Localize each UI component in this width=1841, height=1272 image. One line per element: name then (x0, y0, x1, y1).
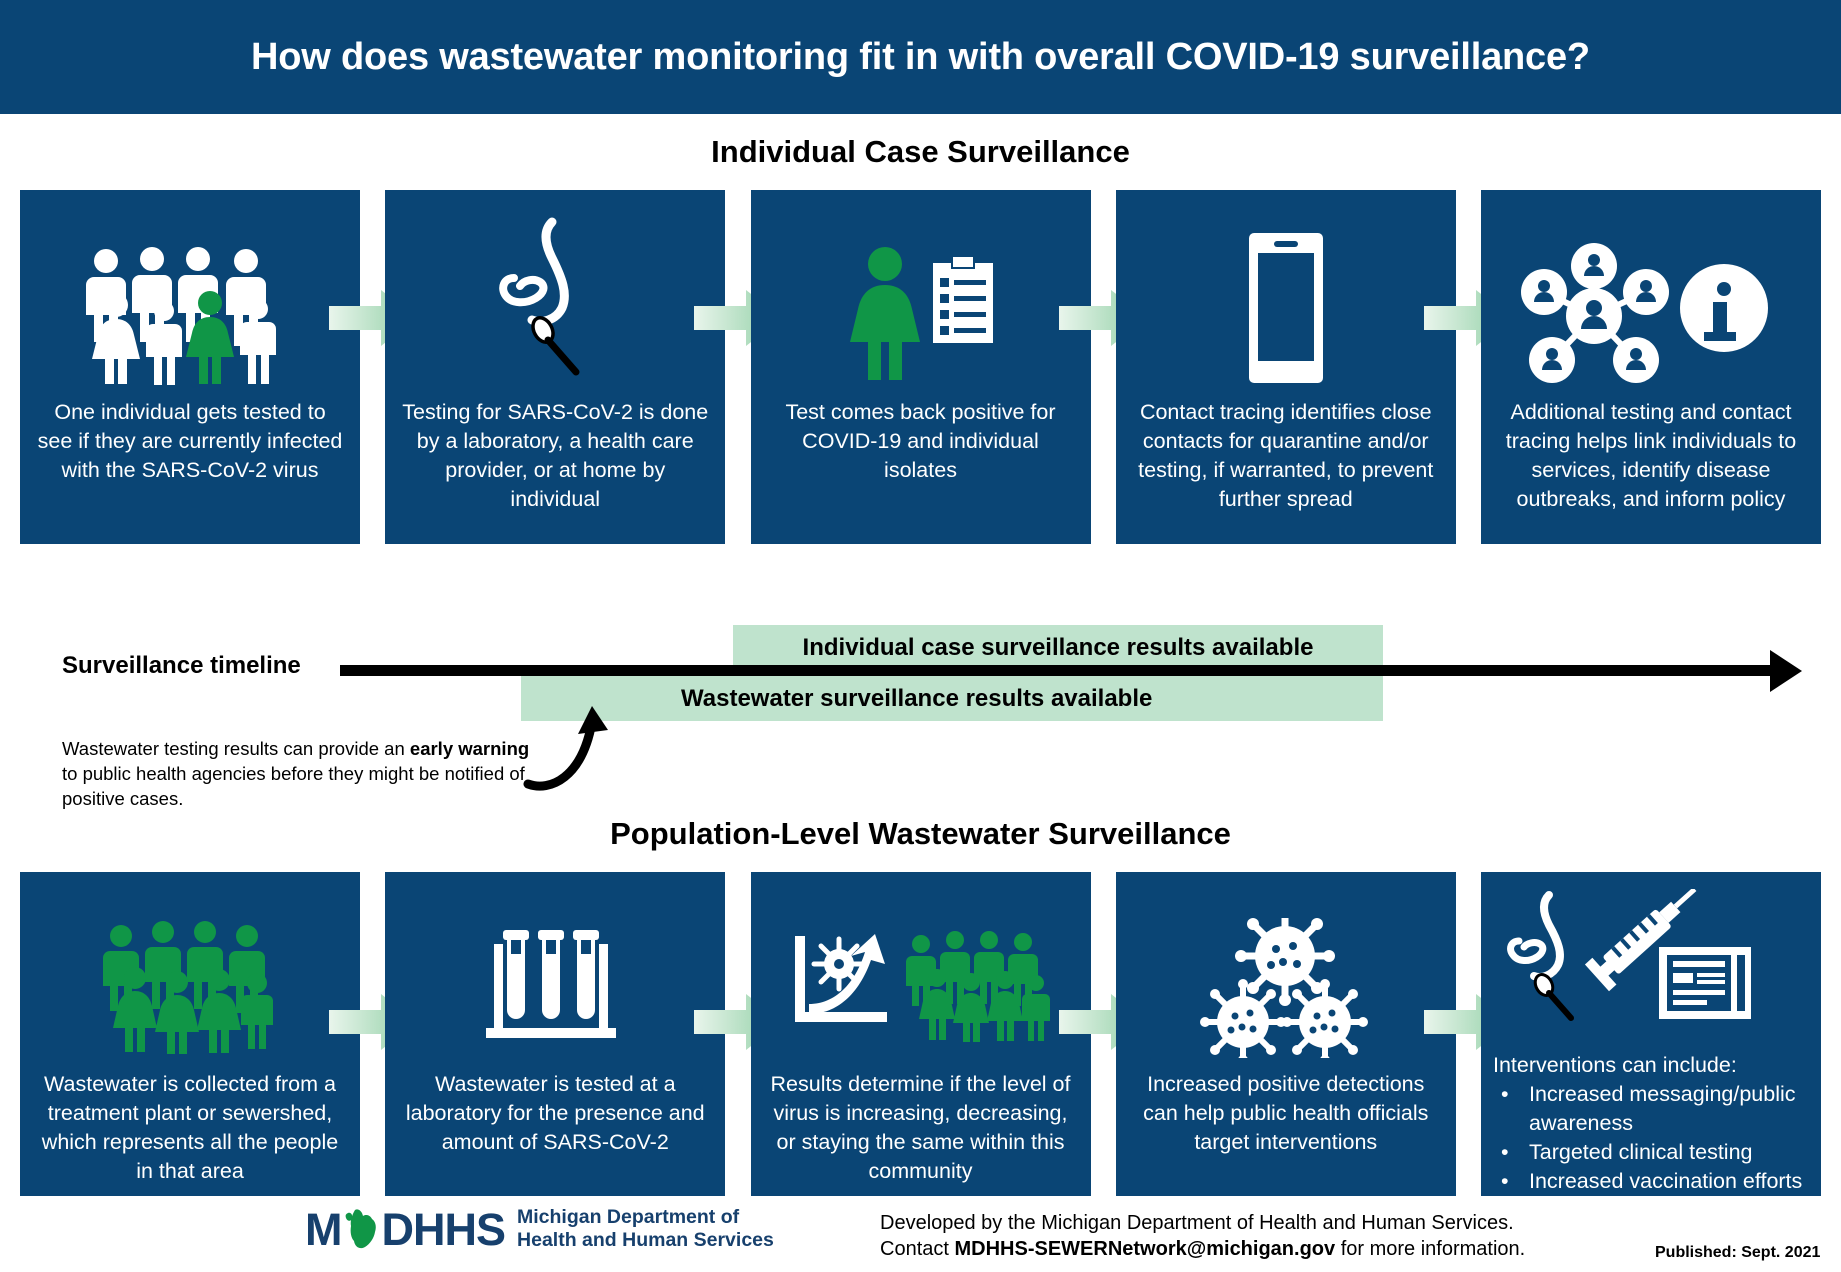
flow-panel-individual-4-text: Contact tracing identifies close contact… (1138, 400, 1434, 511)
flow-panel-individual-4: Contact tracing identifies close contact… (1115, 190, 1456, 544)
mobile-phone-icon (1116, 190, 1456, 386)
arrow-connector-individual-1 (328, 190, 417, 544)
swab-syringe-report-icon (1481, 872, 1821, 1039)
timeline-band-wastewater-label: Wastewater surveillance results availabl… (681, 684, 1153, 712)
mdhhs-logo-line2: Health and Human Services (517, 1229, 774, 1251)
mdhhs-logo-words: Michigan Department of Health and Human … (517, 1206, 774, 1252)
timeline-band-individual-case: Individual case surveillance results ava… (733, 625, 1383, 670)
flow-panel-population-4: Increased positive detections can help p… (1115, 872, 1456, 1196)
positive-person-checklist-icon (751, 190, 1091, 386)
flow-panel-individual-3: Test comes back positive for COVID-19 an… (750, 190, 1091, 544)
logo-letters-dhhs: DHHS (381, 1203, 507, 1255)
arrow-connector-individual-3 (1059, 190, 1148, 544)
list-item: Increased vaccination efforts (1493, 1167, 1805, 1196)
flow-panel-individual-3-text: Test comes back positive for COVID-19 an… (785, 400, 1056, 482)
timeline-axis-line (340, 665, 1793, 676)
list-item: Increased messaging/public awareness (1493, 1080, 1805, 1138)
timeline-note-part2: to public health agencies before they mi… (62, 763, 525, 809)
crowd-people-icon (20, 190, 360, 386)
arrow-connector-population-4 (1424, 872, 1513, 1196)
contact-network-info-icon (1481, 190, 1821, 386)
timeline-note-part1: Wastewater testing results can provide a… (62, 738, 410, 759)
page-title: How does wastewater monitoring fit in wi… (251, 35, 1590, 78)
test-tube-rack-icon (385, 872, 725, 1058)
timeline-note: Wastewater testing results can provide a… (62, 736, 542, 811)
flow-panel-individual-1-text: One individual gets tested to see if the… (37, 400, 343, 482)
early-warning-curved-arrow-icon (523, 706, 608, 791)
list-item: Targeted clinical testing (1493, 1138, 1805, 1167)
section-heading-individual-case-surveillance: Individual Case Surveillance (711, 134, 1130, 169)
flow-panel-population-2-text: Wastewater is tested at a laboratory for… (405, 1072, 705, 1154)
flow-panel-individual-5-text: Additional testing and contact tracing h… (1505, 400, 1797, 511)
flow-panel-population-3: Results determine if the level of virus … (750, 872, 1091, 1196)
logo-letter-m: M (305, 1203, 342, 1255)
arrow-connector-population-3 (1059, 872, 1148, 1196)
contact-prefix: Contact (880, 1238, 955, 1260)
published-date: Published: Sept. 2021 (1655, 1244, 1821, 1261)
flow-panel-population-2: Wastewater is tested at a laboratory for… (385, 872, 726, 1196)
mdhhs-logo-line1: Michigan Department of (517, 1206, 740, 1228)
developed-by-line: Developed by the Michigan Department of … (880, 1212, 1514, 1234)
mdhhs-acronym: M DHHS (305, 1203, 507, 1255)
flow-panel-population-4-text: Increased positive detections can help p… (1143, 1072, 1429, 1154)
flow-panel-population-3-text: Results determine if the level of virus … (770, 1072, 1071, 1183)
flow-panel-individual-2-text: Testing for SARS-CoV-2 is done by a labo… (402, 400, 709, 511)
section-heading-population-level-wastewater-surveillance: Population-Level Wastewater Surveillance (610, 816, 1231, 851)
surveillance-timeline: Surveillance timeline Wastewater testing… (0, 600, 1841, 810)
flow-panel-population-1: Wastewater is collected from a treatment… (20, 872, 360, 1196)
arrow-connector-individual-2 (693, 190, 782, 544)
contact-line: Contact MDHHS-SEWERNetwork@michigan.gov … (880, 1236, 1525, 1262)
individual-case-flow-row: One individual gets tested to see if the… (20, 190, 1821, 544)
nasal-swab-icon (385, 190, 725, 386)
header-banner: How does wastewater monitoring fit in wi… (0, 0, 1841, 114)
footer: M DHHS Michigan Department of Health and… (0, 1200, 1841, 1272)
contact-email[interactable]: MDHHS-SEWERNetwork@michigan.gov (954, 1238, 1336, 1260)
flow-panel-individual-2: Testing for SARS-CoV-2 is done by a labo… (385, 190, 726, 544)
interventions-intro: Interventions can include: (1493, 1053, 1737, 1077)
virus-particles-icon (1116, 872, 1456, 1058)
timeline-label: Surveillance timeline (62, 652, 301, 679)
flow-panel-individual-1: One individual gets tested to see if the… (20, 190, 360, 544)
flow-panel-individual-5: Additional testing and contact tracing h… (1481, 190, 1821, 544)
population-wastewater-flow-row: Wastewater is collected from a treatment… (20, 872, 1821, 1196)
timeline-band-individual-label: Individual case surveillance results ava… (802, 633, 1314, 661)
michigan-state-icon (345, 1209, 376, 1249)
timeline-band-wastewater: Wastewater surveillance results availabl… (521, 676, 1383, 721)
flow-panel-population-1-text: Wastewater is collected from a treatment… (41, 1072, 339, 1183)
green-crowd-people-icon (20, 872, 360, 1058)
mdhhs-logo: M DHHS Michigan Department of Health and… (305, 1206, 774, 1252)
arrow-connector-population-1 (328, 872, 417, 1196)
timeline-note-bold: early warning (409, 738, 530, 759)
arrow-connector-population-2 (693, 872, 782, 1196)
arrow-connector-individual-4 (1424, 190, 1513, 544)
developed-by-text: Developed by the Michigan Department of … (880, 1210, 1525, 1262)
flow-panel-population-5: Interventions can include: Increased mes… (1481, 872, 1821, 1196)
timeline-arrowhead-icon (1770, 650, 1802, 692)
contact-suffix: for more information. (1335, 1238, 1526, 1260)
interventions-bullet-list: Increased messaging/public awareness Tar… (1493, 1080, 1805, 1196)
flow-panel-population-5-text: Interventions can include: Increased mes… (1481, 1039, 1821, 1196)
virus-trend-chart-icon (751, 872, 1091, 1058)
